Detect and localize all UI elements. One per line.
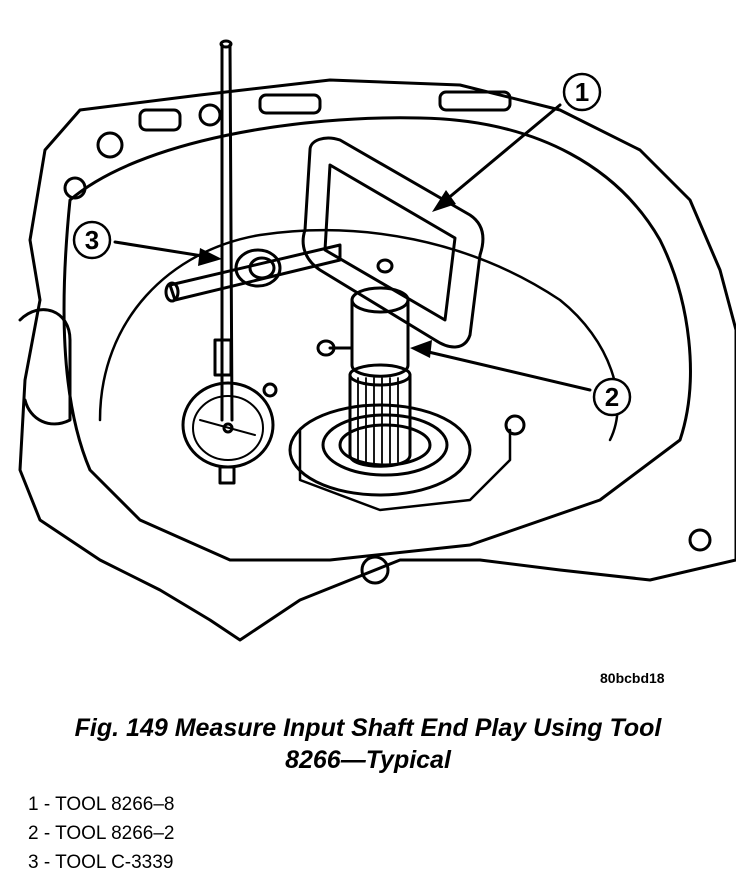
adapter-screw: [316, 339, 336, 357]
svg-text:2: 2: [605, 382, 619, 412]
clamp-knob: [234, 248, 282, 288]
illustration: 1 2 3: [18, 39, 736, 642]
bearing-race: [321, 413, 449, 477]
legend-item-1: 1 - TOOL 8266–8: [28, 794, 175, 815]
tool-adapter-body: [350, 298, 410, 378]
bolt-hole: [96, 131, 124, 159]
svg-text:1: 1: [575, 77, 589, 107]
shaft-splines: [357, 377, 399, 464]
caption-line-2: 8266—Typical: [285, 746, 451, 774]
bolt-hole: [360, 555, 390, 585]
bearing-outer: [288, 403, 472, 497]
figure-caption: Fig. 149 Measure Input Shaft End Play Us…: [0, 712, 736, 776]
housing-bore: [98, 228, 619, 442]
legend: 1 - TOOL 8266–8 2 - TOOL 8266–2 3 - TOOL…: [28, 790, 174, 877]
leader-1: [438, 103, 562, 207]
tool-handle-outer: [301, 136, 485, 349]
bolt-hole: [688, 528, 712, 552]
bolt-hole: [63, 176, 87, 200]
flange-slot: [258, 93, 322, 115]
shaft-top: [348, 363, 412, 387]
housing-left-edge: [18, 308, 72, 426]
adapter-pin: [376, 258, 394, 274]
tool-adapter-top: [350, 286, 410, 314]
arrowhead-1: [432, 190, 456, 212]
legend-item-3: 3 - TOOL C-3339: [28, 852, 174, 873]
leader-3: [113, 240, 217, 260]
callout-3: 3: [72, 220, 112, 260]
dial-stem-bottom: [218, 465, 236, 485]
image-code: 80bcbd18: [600, 670, 665, 686]
dial-indicator-face: [192, 395, 264, 461]
housing-flange: [18, 78, 736, 642]
clamp-bar-end: [164, 281, 180, 303]
svg-text:3: 3: [85, 225, 99, 255]
dial-stem-top: [213, 338, 233, 377]
arrowhead-3: [198, 248, 222, 266]
tool-handle-inner: [323, 163, 457, 322]
clamp-bar: [168, 243, 342, 302]
callout-2: 2: [592, 377, 632, 417]
bolt-hole: [198, 103, 222, 127]
flange-slot: [438, 90, 512, 112]
retainer-plate: [298, 428, 512, 512]
legend-item-2: 2 - TOOL 8266–2: [28, 823, 175, 844]
caption-line-1: Fig. 149 Measure Input Shaft End Play Us…: [74, 714, 662, 742]
housing-inner-wall: [62, 116, 692, 562]
leader-2: [418, 348, 592, 392]
input-shaft: [348, 373, 412, 468]
bolt-hole: [504, 414, 526, 436]
callout-1: 1: [562, 72, 602, 112]
arrowhead-2: [410, 340, 432, 358]
flange-slot: [138, 108, 182, 132]
